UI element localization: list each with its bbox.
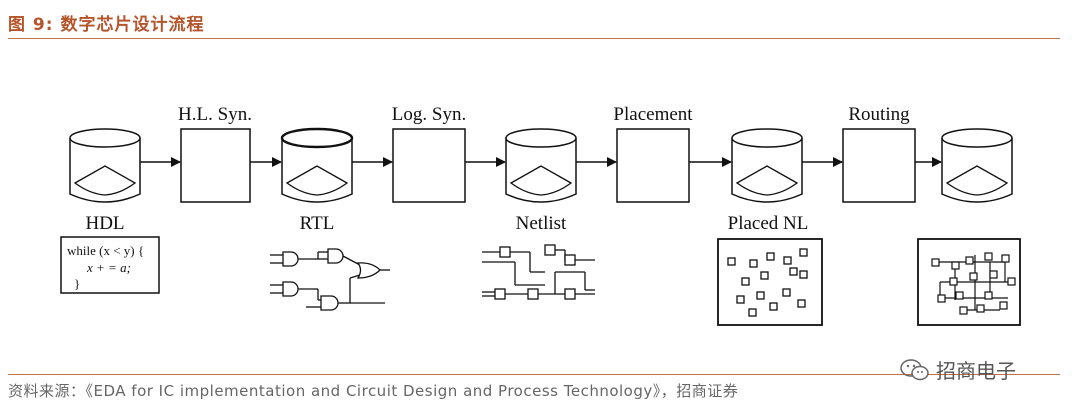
placed-cells-icon [717, 238, 823, 326]
step-label-routing: Routing [848, 104, 910, 125]
netlist-icon [482, 244, 595, 300]
source-note: 资料来源：《EDA for IC implementation and Circ… [8, 382, 739, 400]
code-line-3: } [74, 276, 80, 291]
watermark: 招商电子 [900, 355, 1016, 384]
step-label-placement: Placement [613, 104, 693, 125]
top-divider [8, 38, 1060, 39]
database-cylinder-icon [505, 128, 577, 203]
process-box-icon [180, 128, 251, 203]
database-cylinder-icon [69, 128, 141, 203]
figure-title: 图 9: 数字芯片设计流程 [8, 15, 205, 35]
process-box-icon [842, 128, 916, 203]
process-box-icon [392, 128, 466, 203]
database-cylinder-icon [941, 128, 1013, 203]
wechat-icon [900, 358, 929, 380]
artifact-label-placed-nl: Placed NL [728, 213, 809, 234]
step-label-hl-syn: H.L. Syn. [178, 104, 252, 125]
database-cylinder-icon [280, 127, 354, 203]
routed-cells-icon [917, 238, 1021, 326]
artifact-label-rtl: RTL [300, 213, 335, 234]
logic-gates-icon [270, 248, 390, 311]
code-line-1: while (x < y) { [67, 243, 144, 258]
bottom-divider [8, 374, 1060, 375]
step-label-log-syn: Log. Syn. [392, 104, 466, 125]
hdl-code-box: while (x < y) { x + = a; } [60, 236, 160, 294]
artifact-label-hdl: HDL [85, 213, 124, 234]
process-box-icon [616, 128, 690, 203]
artifact-label-netlist: Netlist [516, 213, 567, 234]
watermark-text: 招商电子 [936, 359, 1016, 383]
database-cylinder-icon [731, 128, 803, 203]
code-line-2: x + = a; [86, 260, 131, 275]
